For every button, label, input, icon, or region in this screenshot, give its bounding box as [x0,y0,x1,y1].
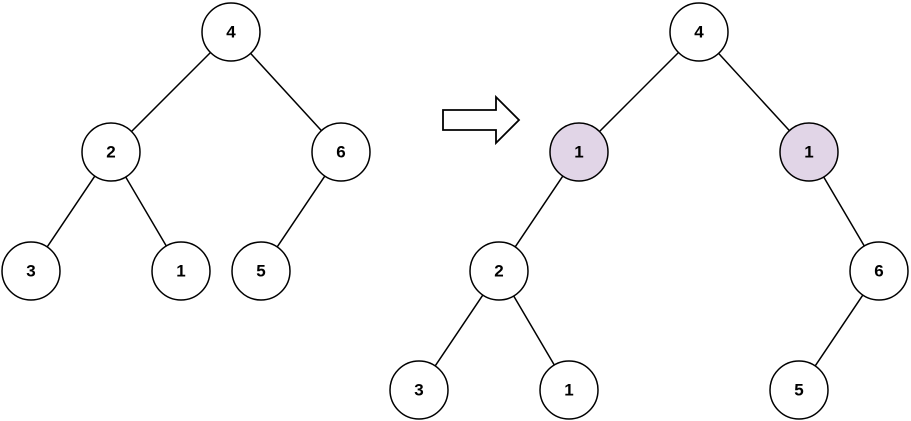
before-tree-edge [46,175,96,248]
after-tree-edge [598,51,680,133]
after-tree-edge [814,294,864,367]
node-label: 3 [26,262,35,281]
after-tree-node: 5 [769,360,829,420]
before-tree-node: 1 [151,241,211,301]
before-tree-node: 3 [1,241,61,301]
after-tree-node: 3 [389,360,449,420]
node-circle [201,2,261,62]
node-label: 6 [874,262,883,281]
after-tree-node-highlighted: 1 [549,122,609,182]
after-tree-edge [434,294,484,367]
node-circle [1,241,61,301]
node-label: 5 [794,381,803,400]
node-label: 6 [336,143,345,162]
before-tree-edge [250,52,322,132]
node-label: 5 [256,262,265,281]
before-tree-edge [130,51,212,133]
node-label: 4 [694,23,704,42]
node-circle [769,360,829,420]
node-circle [539,360,599,420]
before-tree-node: 5 [231,241,291,301]
before-tree-node: 4 [201,2,261,62]
node-circle [231,241,291,301]
node-circle [549,122,609,182]
after-tree-node-highlighted: 1 [779,122,839,182]
node-label: 1 [804,143,813,162]
before-tree-edge [276,175,326,248]
edges-layer [46,51,865,367]
after-tree-edge [514,175,564,248]
after-tree-edge [718,52,790,132]
node-circle [469,241,529,301]
node-circle [779,122,839,182]
right-arrow-icon [442,94,521,146]
before-tree-node: 2 [81,122,141,182]
after-tree-node: 4 [669,2,729,62]
node-circle [669,2,729,62]
after-tree-node: 6 [849,241,909,301]
after-tree-edge [823,176,865,247]
after-tree-node: 2 [469,241,529,301]
node-label: 2 [494,262,503,281]
before-tree-edge [125,176,167,247]
node-label: 1 [176,262,185,281]
after-tree-edge [513,295,555,366]
node-label: 3 [414,381,423,400]
node-circle [81,122,141,182]
node-circle [151,241,211,301]
node-circle [311,122,371,182]
before-tree-node: 6 [311,122,371,182]
node-label: 4 [226,23,236,42]
node-label: 2 [106,143,115,162]
node-circle [389,360,449,420]
after-tree-node: 1 [539,360,599,420]
node-circle [849,241,909,301]
node-label: 1 [574,143,583,162]
node-label: 1 [564,381,573,400]
